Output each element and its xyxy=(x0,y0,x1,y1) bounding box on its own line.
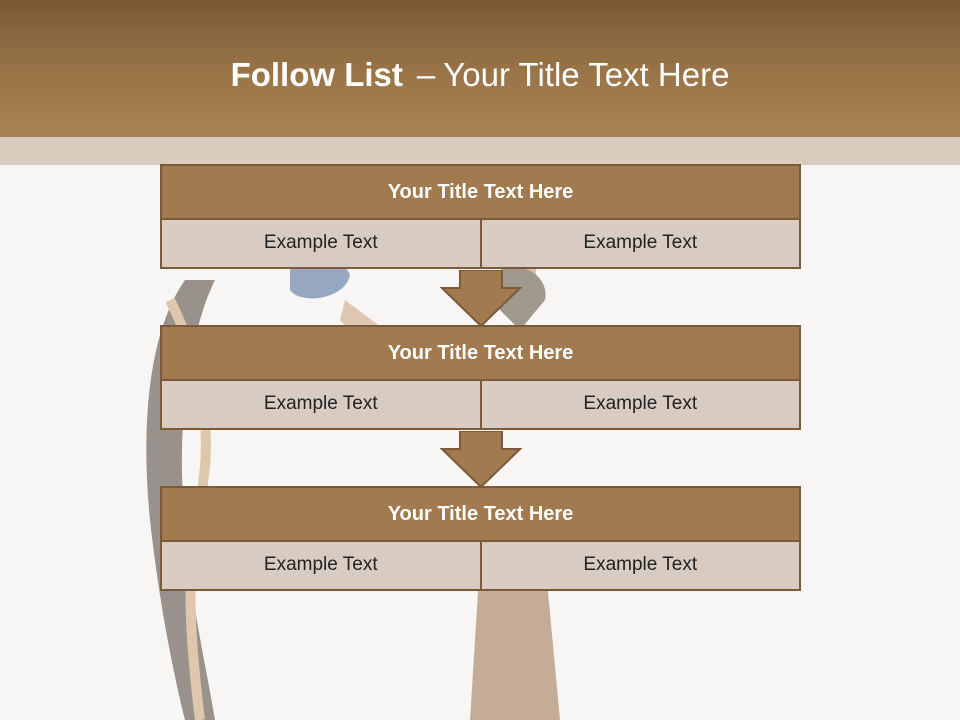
block-cell-left[interactable]: Example Text xyxy=(160,542,482,591)
list-block-3: Your Title Text Here Example Text Exampl… xyxy=(160,486,801,591)
block-row: Example Text Example Text xyxy=(160,220,801,269)
block-row: Example Text Example Text xyxy=(160,381,801,430)
block-cell-left[interactable]: Example Text xyxy=(160,220,482,269)
block-cell-right[interactable]: Example Text xyxy=(479,220,801,269)
header-bar xyxy=(0,0,960,137)
block-cell-right[interactable]: Example Text xyxy=(479,542,801,591)
down-arrow-icon xyxy=(440,431,522,489)
block-title[interactable]: Your Title Text Here xyxy=(160,164,801,220)
list-block-2: Your Title Text Here Example Text Exampl… xyxy=(160,325,801,430)
block-cell-right[interactable]: Example Text xyxy=(479,381,801,430)
block-title[interactable]: Your Title Text Here xyxy=(160,325,801,381)
block-row: Example Text Example Text xyxy=(160,542,801,591)
header-band xyxy=(0,137,960,165)
down-arrow-icon xyxy=(440,270,522,328)
title-rest-part: Your Title Text Here xyxy=(443,56,730,93)
slide-title: Follow List–Your Title Text Here xyxy=(0,50,960,100)
list-block-1: Your Title Text Here Example Text Exampl… xyxy=(160,164,801,269)
title-bold-part: Follow List xyxy=(230,56,403,93)
title-separator: – xyxy=(416,56,436,93)
block-cell-left[interactable]: Example Text xyxy=(160,381,482,430)
block-title[interactable]: Your Title Text Here xyxy=(160,486,801,542)
